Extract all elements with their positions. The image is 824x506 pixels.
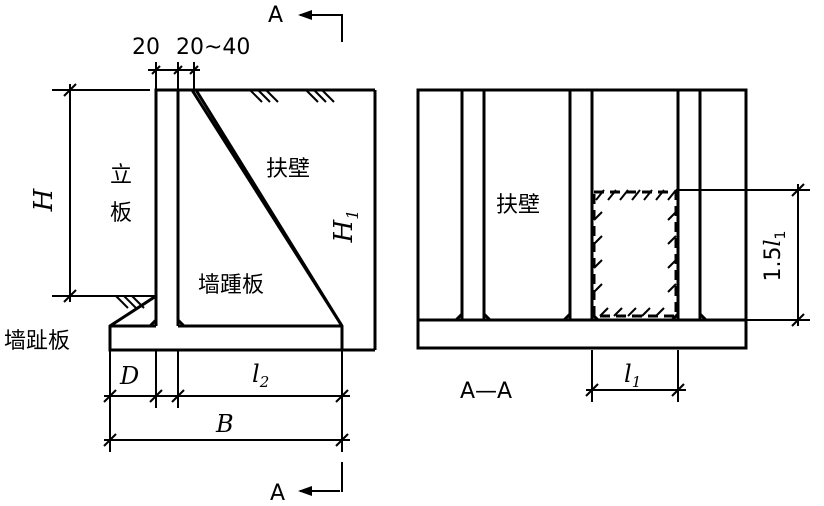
section-mark-top: A (268, 3, 343, 42)
dim-l1: l1 (585, 350, 686, 402)
ground-hatch-toe (115, 295, 145, 309)
section-mark-bottom-label: A (270, 481, 285, 506)
hatched-zone-right (667, 211, 677, 293)
heel-slab-label: 墙踵板 (198, 273, 264, 298)
dim-H1-label: H1 (329, 210, 362, 244)
dim-B-label: B (215, 410, 234, 438)
aa-counterforts (460, 90, 702, 320)
dim-D-l2: D l2 (103, 350, 350, 452)
section-aa-title: A—A (460, 379, 512, 404)
dim-H-label: H (29, 187, 59, 212)
hatched-zone-bottom (599, 307, 665, 317)
dim-1-5-l1: 1.5l1 (676, 183, 810, 327)
section-mark-bottom: A (270, 462, 343, 506)
aa-outline (416, 88, 748, 350)
counterfort-label-left: 扶壁 (266, 157, 310, 182)
section-aa-view: 扶壁 1.5l1 l1 A—A (416, 88, 810, 404)
upright-slab-label-top: 立 (110, 163, 132, 188)
top-dimensions: 20 20~40 (132, 35, 250, 90)
cross-section-view: A A (4, 3, 377, 506)
section-mark-top-label: A (268, 3, 283, 28)
dim-1-5-l1-label: 1.5l1 (761, 231, 789, 282)
fillets (148, 318, 186, 328)
dim-l2-label: l2 (252, 360, 269, 391)
upright-slab (154, 88, 196, 326)
hatched-zone-left (593, 211, 603, 293)
counterfort-diagonal (190, 89, 344, 327)
dim-B: B (103, 410, 350, 447)
upright-slab-label-bottom: 板 (110, 201, 132, 226)
aa-fillets (454, 312, 708, 322)
section-arrowhead-bottom (298, 486, 312, 496)
hatched-zone-top (595, 189, 677, 201)
dim-D-label: D (119, 362, 139, 390)
dim-l1-label: l1 (624, 360, 641, 391)
hatched-zone (592, 190, 678, 318)
dim-20-40-label: 20~40 (176, 35, 250, 60)
dim-20-label: 20 (132, 35, 160, 60)
wall-outline (108, 88, 344, 352)
ground-hatch-top (249, 89, 335, 103)
dim-H: H (29, 83, 150, 303)
counterfort-label-right: 扶壁 (496, 193, 540, 218)
toe-slab-label: 墙趾板 (4, 329, 70, 354)
section-arrowhead-top (298, 10, 312, 20)
